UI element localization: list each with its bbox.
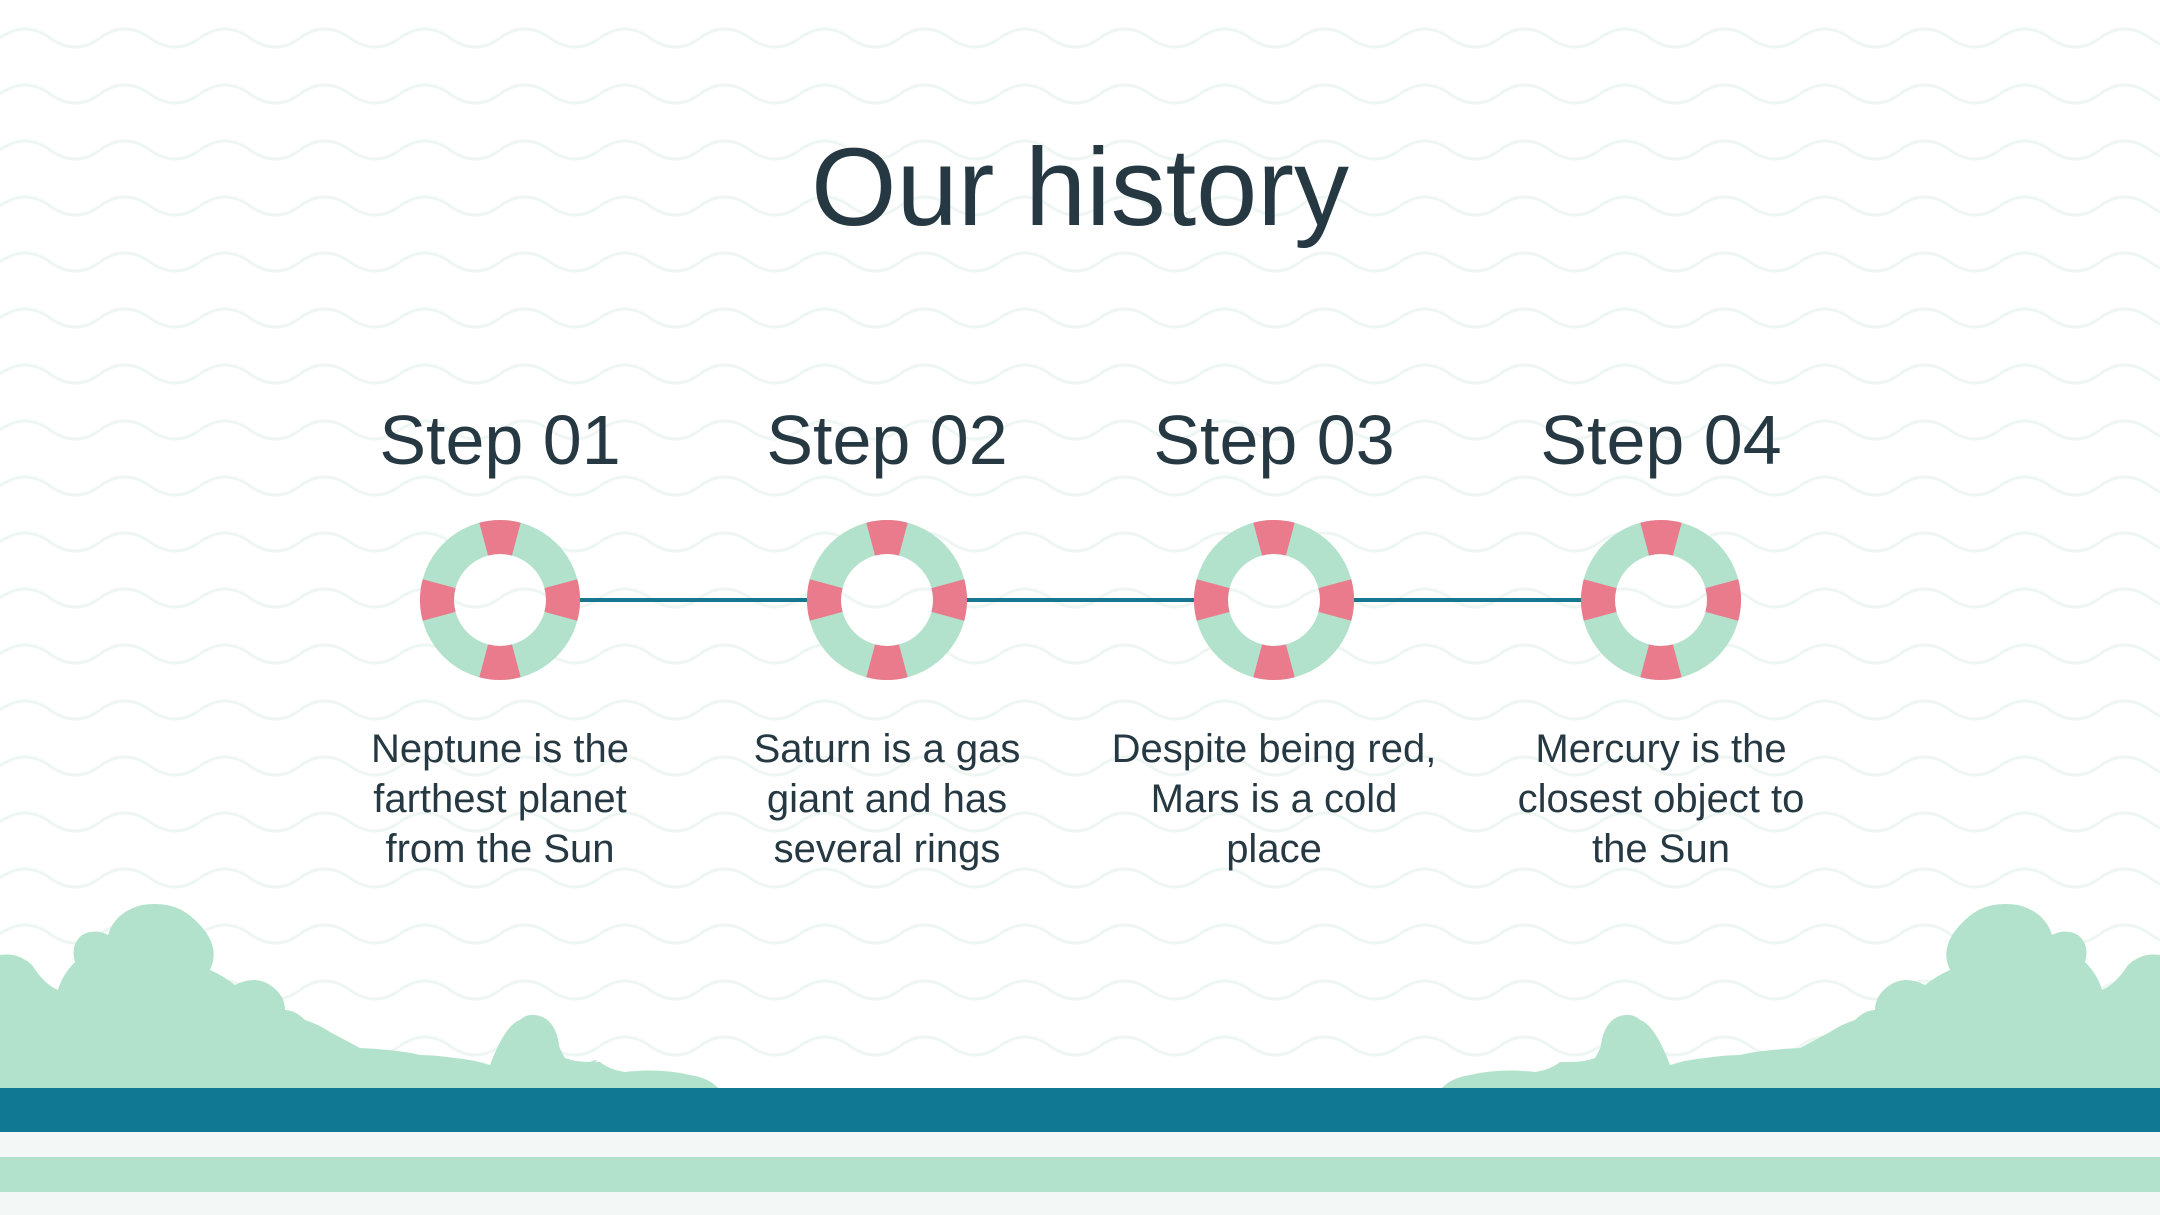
lifebuoy-band xyxy=(1318,579,1354,621)
step-1-title: Step 01 xyxy=(379,401,621,479)
footer-stripe-teal xyxy=(0,1088,2160,1132)
lifebuoy-icon xyxy=(1581,520,1741,681)
lifebuoy-band xyxy=(479,520,521,556)
step-4-title: Step 04 xyxy=(1540,401,1782,479)
lifebuoy-band xyxy=(1253,644,1295,681)
footer-stripe-mint xyxy=(0,1157,2160,1192)
step-2-title: Step 02 xyxy=(766,401,1008,479)
lifebuoy-band xyxy=(479,644,521,680)
page-title: Our history xyxy=(811,126,1349,249)
lifebuoy-icon xyxy=(1194,520,1354,681)
lifebuoy-band xyxy=(1640,644,1682,681)
lifebuoy-band xyxy=(1581,579,1617,621)
lifebuoy-icon xyxy=(420,520,580,680)
lifebuoy-band xyxy=(866,644,908,680)
lifebuoy-band xyxy=(1253,520,1295,556)
lifebuoy-icon xyxy=(807,520,967,680)
right-bush xyxy=(1440,904,2160,1090)
footer-stripe-light xyxy=(0,1132,2160,1157)
lifebuoy-band xyxy=(1194,579,1230,621)
step-2-description: Saturn is a gas giant and has several ri… xyxy=(753,727,1021,871)
lifebuoy-band xyxy=(420,579,456,621)
step-4-description: Mercury is the closest object to the Sun xyxy=(1517,727,1805,871)
left-bush-small-blob xyxy=(505,1014,560,1060)
lifebuoy-band xyxy=(1640,520,1682,556)
step-1-description: Neptune is the farthest planet from the … xyxy=(371,727,629,871)
lifebuoy-band xyxy=(866,520,908,556)
lifebuoy-band xyxy=(931,579,967,621)
right-bush-small-blob xyxy=(1600,1014,1655,1060)
left-bush xyxy=(0,904,720,1090)
lifebuoy-band xyxy=(807,579,843,621)
footer-stripe-bottom xyxy=(0,1192,2160,1215)
step-3-title: Step 03 xyxy=(1153,401,1395,479)
lifebuoy-band xyxy=(1705,579,1741,621)
lifebuoy-band xyxy=(544,579,580,621)
step-3-description: Despite being red, Mars is a cold place xyxy=(1111,727,1437,871)
